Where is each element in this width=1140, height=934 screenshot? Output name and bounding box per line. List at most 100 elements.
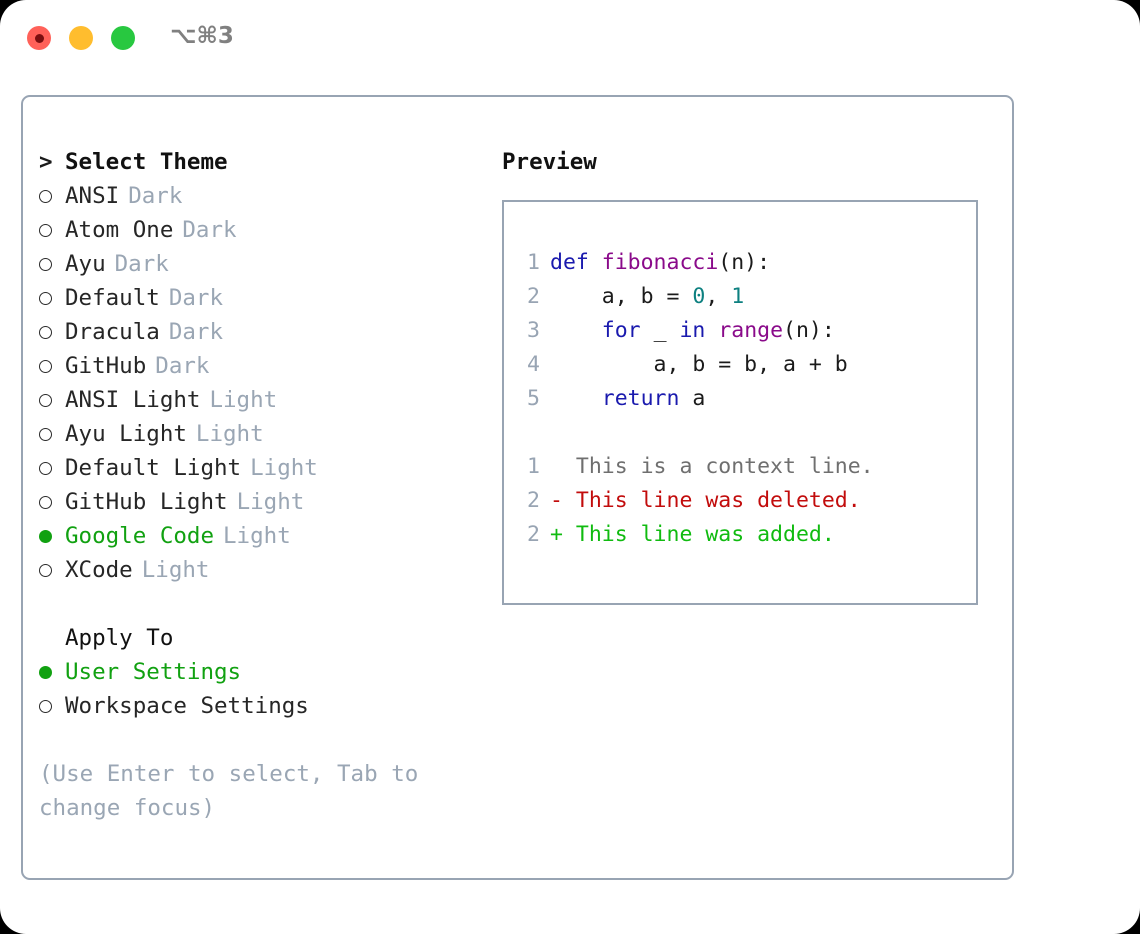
code-line: 3 for _ in range(n):: [520, 314, 976, 348]
diff-line-number: 2: [527, 488, 540, 513]
radio-dot-icon: [39, 564, 52, 577]
radio-empty-icon: [39, 315, 65, 349]
prompt-caret-icon: >: [39, 149, 53, 175]
code-token-pl: (n):: [718, 250, 771, 275]
diff-line-number: 1: [527, 454, 540, 479]
theme-type-badge: Dark: [168, 285, 224, 311]
diff-sign: +: [550, 522, 576, 547]
theme-type-badge: Light: [223, 523, 291, 549]
code-token-pl: ,: [705, 284, 732, 309]
radio-empty-icon: [39, 417, 65, 451]
diff-sign: [550, 454, 576, 479]
apply-to-header: Apply To: [65, 625, 174, 651]
radio-dot-icon: [39, 292, 52, 305]
theme-type-badge: Dark: [128, 183, 183, 209]
diff-line: 1 This is a context line.: [520, 450, 976, 484]
theme-name: Ayu Light: [65, 421, 187, 447]
theme-list-item[interactable]: Ayu Dark: [39, 247, 469, 281]
theme-type-badge: Dark: [168, 319, 224, 345]
theme-name: XCode: [65, 557, 133, 583]
theme-name: GitHub: [65, 353, 147, 379]
radio-dot-icon: [39, 190, 52, 203]
line-number: 2: [527, 284, 540, 309]
code-token-kw: in: [679, 318, 706, 343]
diff-line: 2+ This line was added.: [520, 518, 976, 552]
theme-list-item[interactable]: Default Light Light: [39, 451, 469, 485]
theme-name: Ayu: [65, 251, 106, 277]
theme-name: ANSI: [65, 183, 120, 209]
theme-type-badge: Light: [250, 455, 318, 481]
select-theme-header: > Select Theme: [39, 145, 469, 179]
theme-name: Default: [65, 285, 160, 311]
maximize-button[interactable]: [111, 26, 135, 50]
close-button[interactable]: [27, 26, 51, 50]
code-token-pl: [705, 318, 718, 343]
code-token-kw: def: [550, 250, 602, 275]
select-theme-title: Select Theme: [65, 149, 228, 175]
diff-sign: -: [550, 488, 576, 513]
radio-dot-icon: [39, 462, 52, 475]
window-controls: [27, 26, 135, 50]
code-line: 5 return a: [520, 382, 976, 416]
diff-line: 2- This line was deleted.: [520, 484, 976, 518]
code-line: 4 a, b = b, a + b: [520, 348, 976, 382]
preview-title: Preview: [502, 149, 597, 175]
theme-name: GitHub Light: [65, 489, 228, 515]
theme-type-badge: Light: [141, 557, 210, 583]
section-spacer: [39, 587, 469, 621]
radio-selected-icon: [39, 519, 65, 553]
diff-text: This line was deleted.: [575, 488, 861, 513]
code-token-pl: a, b =: [550, 284, 693, 309]
code-token-num: 0: [692, 284, 706, 309]
code-token-pl: (n):: [783, 318, 835, 343]
line-number: 3: [527, 318, 540, 343]
theme-name: Default Light: [65, 455, 242, 481]
radio-dot-icon: [39, 700, 52, 713]
theme-type-badge: Light: [236, 489, 305, 515]
code-token-pl: _: [640, 318, 680, 343]
minimize-button[interactable]: [69, 26, 93, 50]
apply-to-item[interactable]: Workspace Settings: [39, 689, 469, 723]
radio-empty-icon: [39, 553, 65, 587]
code-token-pl: [550, 386, 602, 411]
code-line: 2 a, b = 0, 1: [520, 280, 976, 314]
theme-list-item[interactable]: ANSI Dark: [39, 179, 469, 213]
theme-name: ANSI Light: [65, 387, 201, 413]
keyboard-shortcut-label: ⌥⌘3: [170, 23, 234, 49]
theme-list-item[interactable]: Default Dark: [39, 281, 469, 315]
theme-type-badge: Dark: [114, 251, 169, 277]
radio-empty-icon: [39, 451, 65, 485]
code-token-num: 1: [731, 284, 745, 309]
theme-list-item[interactable]: XCode Light: [39, 553, 469, 587]
radio-dot-icon: [39, 258, 52, 271]
radio-dot-icon: [39, 496, 52, 509]
radio-empty-icon: [39, 213, 65, 247]
radio-empty-icon: [39, 485, 65, 519]
diff-text: This is a context line.: [575, 454, 874, 479]
apply-to-item[interactable]: User Settings: [39, 655, 469, 689]
radio-dot-icon: [39, 360, 52, 373]
code-token-kw: return: [601, 386, 680, 411]
theme-type-badge: Dark: [182, 217, 237, 243]
apply-to-label: Workspace Settings: [65, 693, 309, 719]
theme-list-item[interactable]: ANSI Light Light: [39, 383, 469, 417]
code-token-pl: [550, 318, 602, 343]
radio-empty-icon: [39, 247, 65, 281]
radio-selected-icon: [39, 655, 65, 689]
theme-list-item[interactable]: GitHub Light Light: [39, 485, 469, 519]
diff-sample: 1 This is a context line.2- This line wa…: [520, 450, 976, 552]
theme-type-badge: Light: [209, 387, 278, 413]
diff-spacer: [520, 416, 976, 450]
